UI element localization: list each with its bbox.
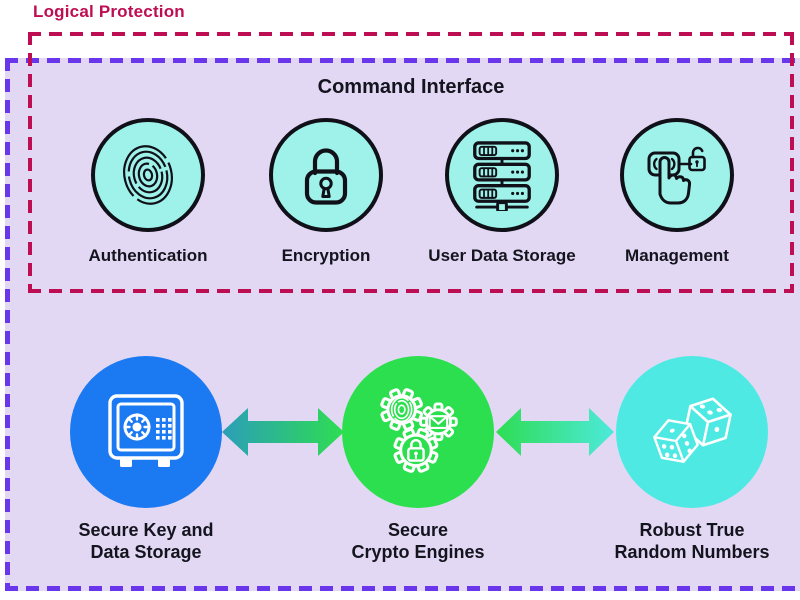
user-data-storage-label: User Data Storage [428, 246, 576, 265]
label-line-1: Robust True [639, 520, 745, 540]
dice-icon [642, 386, 742, 478]
server-stack-icon [467, 139, 537, 211]
padlock-icon [298, 142, 354, 208]
command-interface-heading: Command Interface [317, 76, 505, 98]
purple-border-top [5, 58, 800, 63]
secure-crypto-engines-node [342, 356, 494, 508]
label-line-1: Secure [387, 520, 449, 540]
bidirectional-arrow-left [222, 405, 344, 459]
label-line-2: Data Storage [90, 542, 202, 562]
purple-border-bottom [5, 586, 800, 591]
crimson-border-left [28, 32, 32, 293]
authentication-node [91, 118, 205, 232]
press-button-lock-icon [645, 141, 709, 209]
crimson-border-right [790, 32, 794, 293]
bidirectional-arrow-right [496, 405, 614, 459]
label-line-1: Secure Key and [78, 520, 214, 540]
page-title: Logical Protection [33, 2, 185, 21]
secure-key-storage-node [70, 356, 222, 508]
crimson-border-bottom [28, 289, 794, 293]
authentication-label: Authentication [88, 246, 208, 265]
label-line-2: Random Numbers [614, 542, 770, 562]
encryption-node [269, 118, 383, 232]
user-data-storage-node [445, 118, 559, 232]
crimson-border-top [28, 32, 794, 36]
logical-protection-boundary [28, 32, 794, 293]
robust-random-numbers-label: Robust True Random Numbers [577, 519, 800, 563]
robust-random-numbers-node [616, 356, 768, 508]
label-line-2: Crypto Engines [351, 542, 485, 562]
fingerprint-icon [116, 137, 180, 213]
purple-border-left [5, 58, 10, 591]
safe-icon [103, 390, 189, 474]
management-node [620, 118, 734, 232]
crypto-gears-icon [371, 383, 465, 481]
secure-crypto-engines-label: Secure Crypto Engines [303, 519, 533, 563]
secure-key-storage-label: Secure Key and Data Storage [31, 519, 261, 563]
management-label: Management [625, 246, 729, 265]
encryption-label: Encryption [281, 246, 371, 265]
